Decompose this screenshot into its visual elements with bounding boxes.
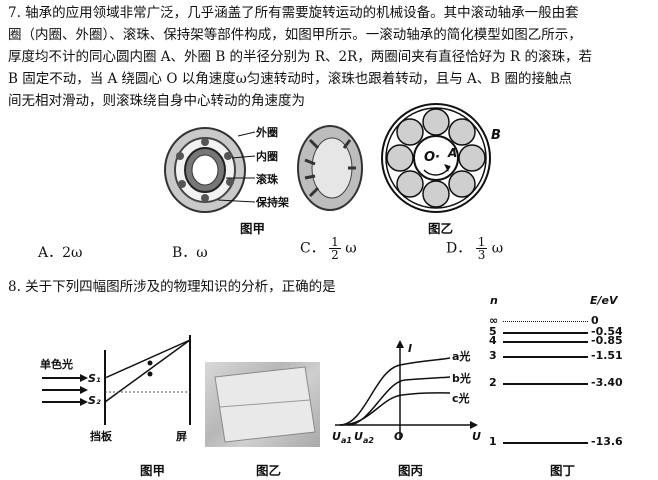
label-inner-ring: 内圈 <box>256 150 278 163</box>
label-A: A <box>448 146 458 160</box>
fig8-bing-caption: 图丙 <box>398 463 424 478</box>
label-e: E/eV <box>590 294 618 307</box>
photoelectric-graph: I U O Ua1 Ua2 a光 b光 c光 <box>330 340 485 450</box>
bearing-photo: 外圈 内圈 滚珠 保持架 <box>160 118 370 223</box>
q8-stem: 8. 关于下列四幅图所涉及的物理知识的分析，正确的是 <box>8 279 336 295</box>
level-n: 1 <box>489 435 497 448</box>
option-a[interactable]: A．2ω <box>38 245 83 261</box>
fig-jia-caption: 图甲 <box>240 221 266 236</box>
energy-level-row: ∞0 <box>485 314 650 328</box>
level-energy: -0.54 <box>591 325 623 338</box>
level-energy: -13.6 <box>591 435 623 448</box>
option-c-den: 2 <box>331 248 339 262</box>
label-origin: O <box>394 430 404 443</box>
option-c-fraction: 1 2 <box>329 236 341 261</box>
label-axis-U: U <box>472 430 481 443</box>
label-cage: 保持架 <box>256 196 289 209</box>
label-monochrome-light: 单色光 <box>40 358 73 371</box>
energy-level-row: 3 -1.51 <box>485 349 650 363</box>
level-energy: 0 <box>591 314 599 327</box>
option-d-den: 3 <box>477 248 486 262</box>
level-line <box>503 341 588 343</box>
q7-line-4: B 固定不动，当 A 绕圆心 O 以角速度ω匀速转动时，滚珠也跟着转动，且与 A… <box>8 71 572 87</box>
label-ua2: Ua2 <box>354 430 374 446</box>
level-n: 4 <box>489 334 497 347</box>
label-baffle: 挡板 <box>90 430 112 443</box>
bearing-diagram: B O· A <box>378 100 508 215</box>
option-d-suffix: ω <box>491 240 504 257</box>
level-line <box>503 332 588 334</box>
label-c-light: c光 <box>452 392 470 405</box>
label-outer-ring: 外圈 <box>256 126 278 139</box>
label-ball: 滚珠 <box>256 173 278 186</box>
label-ua1: Ua1 <box>332 430 352 446</box>
level-line <box>503 356 588 358</box>
label-O: O· <box>424 150 440 165</box>
label-B: B <box>491 128 501 143</box>
energy-level-row: 2 -3.40 <box>485 376 650 390</box>
crystal-photo <box>205 362 320 447</box>
option-d-fraction: 1 3 <box>475 235 488 262</box>
option-c-num: 1 <box>329 235 341 249</box>
option-d[interactable]: D． 1 3 ω <box>446 236 503 261</box>
fig8-ding-caption: 图丁 <box>550 463 576 478</box>
energy-level-row: 5 -0.54 <box>485 325 650 339</box>
energy-level-row: 4 -0.85 <box>485 334 650 348</box>
q7-line-1: 7. 轴承的应用领域非常广泛，几乎涵盖了所有需要旋转运动的机械设备。其中滚动轴承… <box>8 5 579 21</box>
energy-level-row: 1 -13.6 <box>485 435 650 449</box>
label-a-light: a光 <box>452 350 471 363</box>
fig8-yi-caption: 图乙 <box>256 463 282 478</box>
level-line <box>503 383 588 385</box>
fig8-jia-caption: 图甲 <box>140 463 166 478</box>
double-slit-figure: 单色光 S₁ S₂ 挡板 屏 <box>40 330 210 450</box>
level-energy: -3.40 <box>591 376 623 389</box>
level-energy: -0.85 <box>591 334 623 347</box>
option-c-suffix: ω <box>345 240 357 257</box>
label-s1: S₁ <box>88 372 101 385</box>
q7-line-3: 厚度均不计的同心圆内圈 A、外圈 B 的半径分别为 R、2R，两圈间夹有直径恰好… <box>8 49 592 65</box>
label-n: n <box>490 294 498 307</box>
level-line <box>503 442 588 444</box>
level-n: 5 <box>489 325 497 338</box>
option-c-prefix: C． <box>300 240 325 257</box>
level-n: 2 <box>489 376 497 389</box>
level-line <box>503 321 588 322</box>
fig-yi-caption: 图乙 <box>428 221 454 236</box>
option-d-prefix: D． <box>446 240 472 257</box>
level-n: 3 <box>489 349 497 362</box>
label-s2: S₂ <box>88 394 101 407</box>
option-d-num: 1 <box>475 235 488 249</box>
label-b-light: b光 <box>452 372 471 385</box>
q7-line-2: 圈（内圈、外圈）、滚珠、保持架等部件构成，如图甲所示。一滚动轴承的简化模型如图乙… <box>8 27 582 43</box>
option-c[interactable]: C． 1 2 ω <box>300 236 357 261</box>
label-axis-I: I <box>408 342 413 355</box>
level-n: ∞ <box>489 314 499 327</box>
q7-line-5: 间无相对滑动，则滚珠绕自身中心转动的角速度为 <box>8 93 305 109</box>
label-screen: 屏 <box>176 430 187 443</box>
option-b[interactable]: B．ω <box>172 245 208 261</box>
level-energy: -1.51 <box>591 349 623 362</box>
